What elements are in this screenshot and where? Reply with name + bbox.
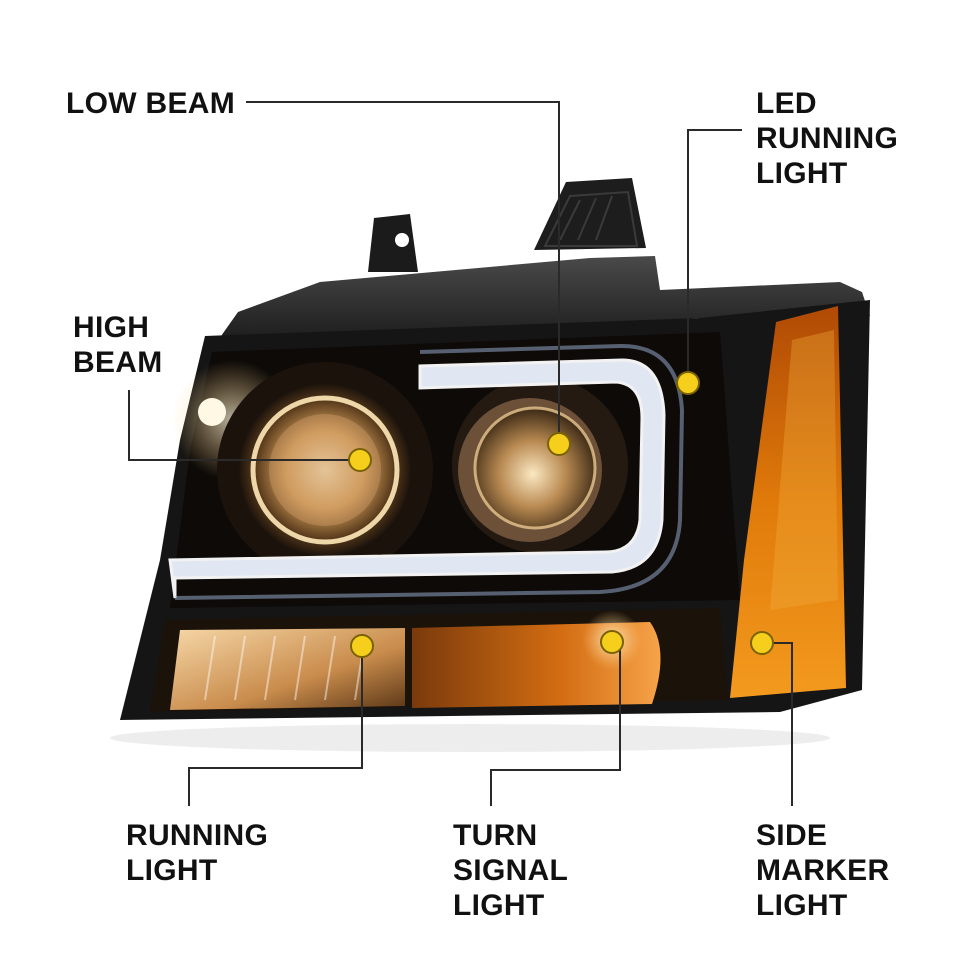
- label-turn-signal-light: TURN SIGNAL LIGHT: [453, 819, 569, 922]
- marker-led-running-light: [676, 371, 700, 395]
- label-low-beam: LOW BEAM: [66, 87, 236, 120]
- leader-line-running-light: [188, 646, 363, 806]
- marker-side-marker-light: [750, 631, 774, 655]
- mounting-brackets: [368, 178, 646, 272]
- label-running-light: RUNNING LIGHT: [126, 819, 269, 887]
- led-light-bar: [168, 358, 666, 599]
- leader-line-high-beam: [128, 390, 360, 461]
- housing-top: [214, 256, 870, 346]
- high-beam-reflector: [217, 362, 433, 578]
- marker-running-light: [350, 634, 374, 658]
- marker-high-beam: [348, 448, 372, 472]
- callout-markers: [348, 371, 774, 658]
- running-light-lens: [170, 628, 405, 710]
- marker-turn-signal-light: [600, 630, 624, 654]
- leader-line-low-beam: [246, 101, 560, 444]
- low-beam-projector: [452, 377, 628, 553]
- label-led-running-light: LED RUNNING LIGHT: [756, 87, 899, 190]
- label-high-beam: HIGH BEAM: [73, 311, 163, 379]
- side-marker-lens: [730, 306, 846, 698]
- marker-low-beam: [547, 432, 571, 456]
- leader-line-turn-signal-light: [490, 646, 621, 806]
- leader-line-led-running-light: [687, 129, 742, 383]
- label-side-marker-light: SIDE MARKER LIGHT: [756, 819, 890, 922]
